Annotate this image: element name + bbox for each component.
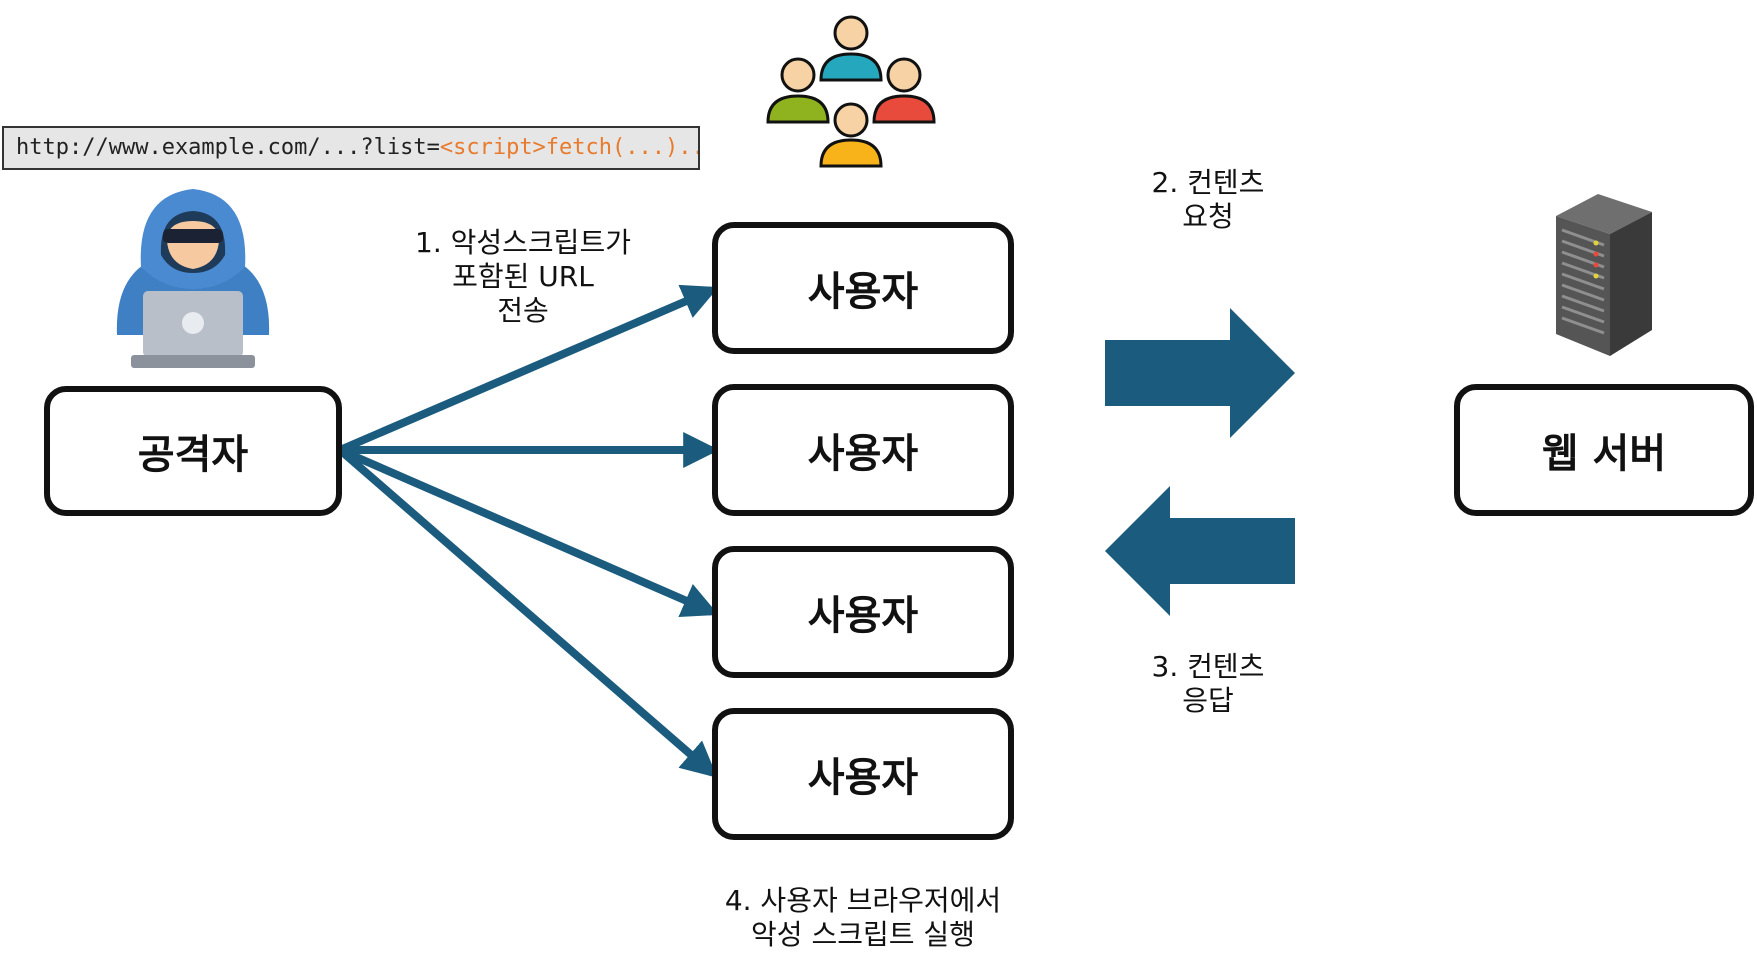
- step4-line: 악성 스크립트 실행: [751, 918, 975, 951]
- url-plain-text: http://www.example.com/...?list=: [16, 135, 440, 160]
- step1-line: 전송: [497, 294, 549, 327]
- request-block-arrow: [1105, 308, 1295, 438]
- step1-line: 포함된 URL: [452, 260, 594, 293]
- url-script-text: <script>fetch(...)...: [439, 135, 700, 160]
- user-node-4: 사용자: [712, 708, 1014, 840]
- user-label: 사용자: [807, 431, 919, 477]
- step3-label: 3. 컨텐츠 응답: [1120, 650, 1296, 718]
- step3-line: 3. 컨텐츠: [1151, 650, 1265, 683]
- user-node-1: 사용자: [712, 222, 1014, 354]
- step2-line: 요청: [1182, 200, 1234, 233]
- step1-label: 1. 악성스크립트가 포함된 URL 전송: [392, 226, 654, 328]
- user-label: 사용자: [807, 269, 919, 315]
- step3-line: 응답: [1182, 684, 1234, 717]
- response-block-arrow: [1105, 486, 1295, 616]
- user-group-icon: [766, 15, 936, 168]
- arrow-to-user-3: [338, 446, 719, 618]
- user-label: 사용자: [807, 755, 919, 801]
- malicious-url-bar: http://www.example.com/...?list=<script>…: [2, 126, 700, 170]
- arrow-to-user-1: [338, 284, 719, 454]
- web-server-node: 웹 서버: [1454, 384, 1754, 516]
- server-rack-icon: [1556, 194, 1652, 356]
- user-label: 사용자: [807, 593, 919, 639]
- attacker-label: 공격자: [137, 432, 249, 478]
- step4-line: 4. 사용자 브라우저에서: [724, 884, 1002, 917]
- step4-label: 4. 사용자 브라우저에서 악성 스크립트 실행: [690, 884, 1036, 952]
- hacker-with-laptop-icon: [116, 189, 270, 368]
- attacker-node: 공격자: [44, 386, 342, 516]
- step2-line: 2. 컨텐츠: [1151, 166, 1265, 199]
- user-node-2: 사용자: [712, 384, 1014, 516]
- arrow-to-user-4: [337, 446, 718, 778]
- web-server-label: 웹 서버: [1541, 431, 1667, 477]
- step2-label: 2. 컨텐츠 요청: [1120, 166, 1296, 234]
- user-node-3: 사용자: [712, 546, 1014, 678]
- step1-line: 1. 악성스크립트가: [415, 226, 631, 259]
